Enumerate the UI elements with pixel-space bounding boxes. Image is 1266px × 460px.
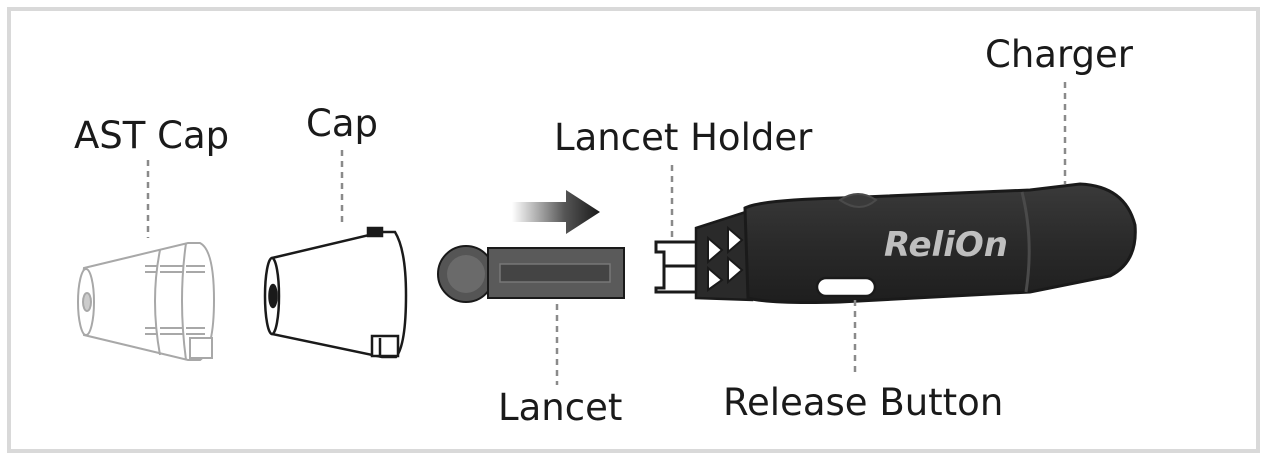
lancet-illustration [437,245,625,303]
ast-cap-illustration [77,242,216,361]
adjustment-ring [694,208,754,302]
lancet-holder-label: Lancet Holder [554,116,813,159]
device-body [743,182,1137,304]
brand-logo: ReliOn [884,225,1008,265]
release-button-slot [815,276,877,298]
cap-illustration [263,226,408,359]
ast-cap-label: AST Cap [74,114,229,157]
insert-direction-arrow [512,190,600,234]
release-button-label: Release Button [723,381,1003,424]
charger-label: Charger [985,33,1134,76]
lancet-label: Lancet [498,386,622,429]
lancet-holder-part [654,240,702,294]
lancing-device-illustration: ReliOn [654,182,1137,304]
cap-label: Cap [306,102,378,145]
